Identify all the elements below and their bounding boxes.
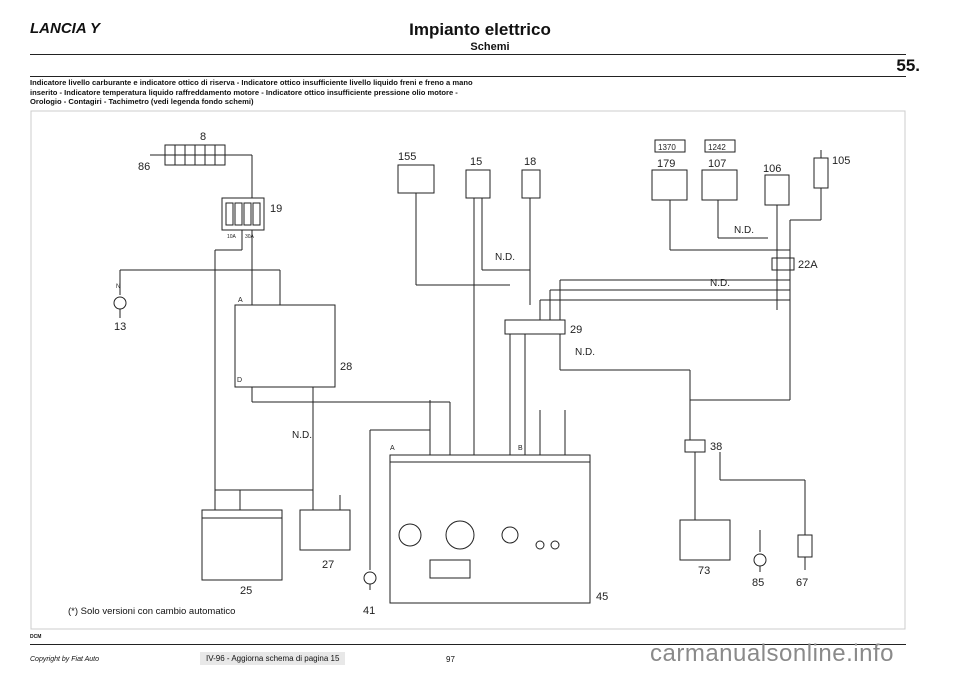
label-27: 27 (322, 559, 334, 571)
label-106: 106 (763, 163, 781, 175)
fuse-box-19 (214, 197, 265, 510)
header-rule (30, 54, 906, 55)
connector-22a (771, 257, 795, 271)
component-15 (465, 169, 530, 410)
label-41: 41 (363, 605, 375, 617)
component-73 (679, 500, 731, 561)
connector-a-left: A (238, 297, 243, 304)
component-179 (651, 169, 790, 251)
label-15: 15 (470, 156, 482, 168)
fuse-label-1: 10A (227, 234, 237, 240)
label-19: 19 (270, 203, 282, 215)
wire-n-left: N (116, 284, 120, 290)
connector-b-cluster: B (518, 445, 523, 452)
label-25: 25 (240, 585, 252, 597)
label-105: 105 (832, 155, 850, 167)
footer-rule (30, 644, 906, 645)
connector-code-box-1370 (654, 139, 686, 153)
nd-label-1: N.D. (292, 430, 312, 441)
doc-stamp: DCM (30, 634, 42, 640)
label-18: 18 (524, 156, 536, 168)
page-subtitle: Schemi (470, 41, 510, 53)
component-13 (113, 269, 280, 318)
component-85 (753, 530, 767, 572)
connector-29 (504, 279, 790, 430)
footnote: (*) Solo versioni con cambio automatico (68, 606, 236, 617)
connector-38 (684, 430, 706, 500)
copyright-text: Copyright by Fiat Auto (30, 656, 99, 663)
instrument-cluster-45 (389, 360, 591, 604)
wiring-diagram: 8 86 19 10A 30A 13 N 28 A D N.D. 25 (30, 110, 906, 630)
label-86: 86 (138, 161, 150, 173)
fuse-label-3: 30A (245, 234, 255, 240)
label-29: 29 (570, 324, 582, 336)
page-number: 97 (446, 655, 455, 664)
code-1370: 1370 (658, 143, 676, 152)
brand-name: LANCIA Y (30, 20, 101, 37)
section-number: 55. (896, 56, 920, 75)
component-107 (701, 169, 768, 239)
label-22a: 22A (798, 259, 818, 271)
label-155: 155 (398, 151, 416, 163)
component-18 (521, 169, 541, 305)
connector-d-left: D (237, 377, 242, 384)
nd-label-4: N.D. (734, 225, 754, 236)
section-rule (30, 76, 906, 77)
code-1242: 1242 (708, 143, 726, 152)
battery-component (150, 144, 253, 198)
nd-label-5: N.D. (710, 278, 730, 289)
label-13: 13 (114, 321, 126, 333)
nd-label-2: N.D. (495, 252, 515, 263)
connector-code-box-1242 (704, 139, 736, 153)
label-85: 85 (752, 577, 764, 589)
label-8: 8 (200, 131, 206, 143)
component-155 (397, 164, 510, 286)
connector-block-25 (201, 489, 313, 581)
page-title: Impianto elettrico (409, 20, 551, 39)
label-67: 67 (796, 577, 808, 589)
label-179: 179 (657, 158, 675, 170)
connector-a-cluster: A (390, 445, 395, 452)
component-27 (299, 490, 351, 551)
component-105 (790, 150, 829, 221)
label-45: 45 (596, 591, 608, 603)
label-28: 28 (340, 361, 352, 373)
label-107: 107 (708, 158, 726, 170)
revision-note: IV-96 - Aggiorna schema di pagina 15 (200, 652, 346, 665)
diagram-frame (30, 110, 906, 630)
diagram-description: Indicatore livello carburante e indicato… (30, 78, 473, 106)
nd-label-3: N.D. (575, 347, 595, 358)
component-41 (363, 429, 430, 590)
module-28 (234, 295, 450, 490)
component-67 (720, 479, 813, 570)
label-38: 38 (710, 441, 722, 453)
watermark: carmanualsonline.info (650, 640, 894, 667)
label-73: 73 (698, 565, 710, 577)
